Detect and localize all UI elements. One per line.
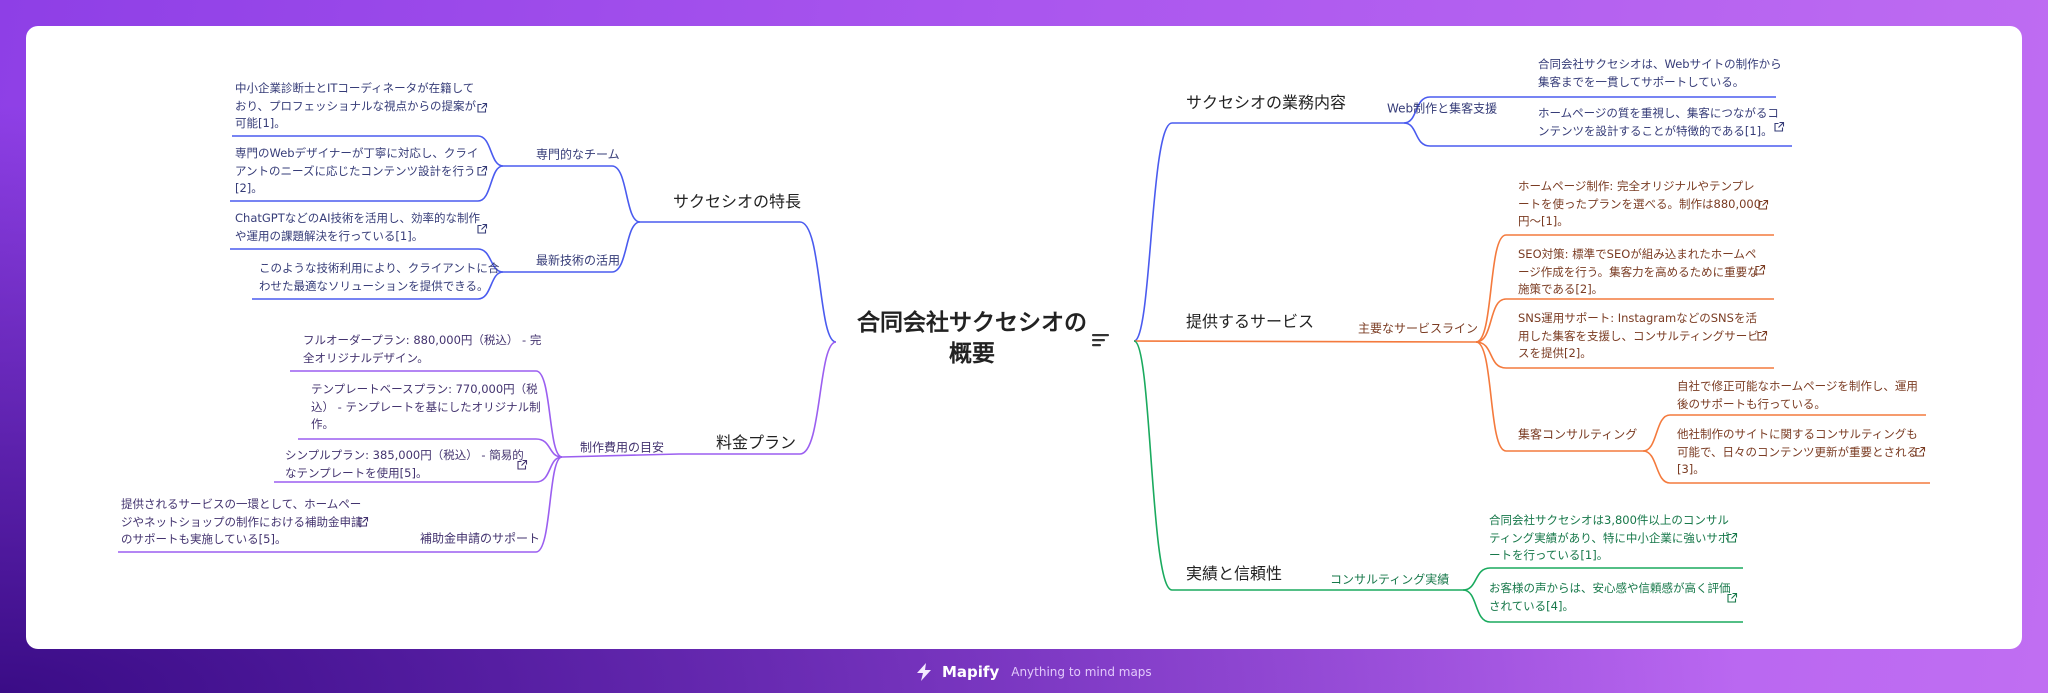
brand-tagline: Anything to mind maps [1011, 665, 1152, 679]
leaf-text-line: 用した集客を支援し、コンサルティングサービ [1518, 328, 1759, 343]
leaf-node[interactable]: ホームページ制作: 完全オリジナルやテンプレ ートを使ったプランを選べる。制作は… [1518, 178, 1761, 231]
external-link-icon[interactable] [1915, 446, 1926, 458]
leaf-text-line: お客様の声からは、安心感や信頼感が高く評価 [1489, 581, 1731, 595]
leaf-text-line: 施策である[2]。 [1518, 282, 1604, 296]
root-title-line: 合同会社サクセシオの [857, 310, 1087, 336]
leaf-text-line: 合同会社サクセシオは3,800件以上のコンサル [1489, 513, 1729, 527]
leaf-text-line: されている[4]。 [1489, 598, 1574, 613]
external-link-icon[interactable] [1755, 264, 1766, 276]
leaf-node[interactable]: SEO対策: 標準でSEOが組み込まれたホームペ ージ作成を行う。集客力を高める… [1518, 246, 1759, 299]
leaf-text-line: SNS運用サポート: InstagramなどのSNSを活 [1518, 311, 1757, 325]
leaf-text-line: このような技術利用により、クライアントに合 [259, 261, 500, 275]
external-link-icon[interactable] [1727, 532, 1738, 544]
root-topic[interactable]: 合同会社サクセシオの 概要 [855, 308, 1089, 370]
brand-name: Mapify [942, 663, 1000, 681]
external-link-icon[interactable] [477, 223, 488, 235]
leaf-node[interactable]: テンプレートベースプラン: 770,000円（税 込） - テンプレートを基にし… [311, 381, 541, 434]
subtopic-consulting[interactable]: 集客コンサルティング [1518, 427, 1638, 442]
leaf-node[interactable]: このような技術利用により、クライアントに合 わせた最適なソリューションを提供でき… [259, 260, 499, 295]
leaf-text-line: 可能で、日々のコンテンツ更新が重要とされる [1677, 444, 1919, 459]
subtopic-tech[interactable]: 最新技術の活用 [536, 253, 621, 268]
leaf-text-line: ホームページの質を重視し、集客につながるコ [1538, 106, 1779, 120]
leaf-text-line: ジやネットショップの制作における補助金申請 [121, 514, 363, 529]
branch-services-lines [1133, 234, 1930, 484]
footer-branding: Mapify Anything to mind maps [914, 660, 1152, 684]
leaf-text-line: 中小企業診断士とITコーディネータが在籍して [235, 81, 475, 95]
leaf-text-line: おり、プロフェッショナルな視点からの提案が [235, 98, 477, 113]
leaf-text-line: 後のサポートも行っている。 [1677, 396, 1826, 411]
leaf-text-line: シンプルプラン: 385,000円（税込） - 簡易的 [285, 448, 524, 462]
leaf-text-line: フルオーダープラン: 880,000円（税込） - 完 [303, 333, 542, 347]
leaf-text-line: 作。 [311, 417, 334, 431]
leaf-text-line: スを提供[2]。 [1518, 346, 1592, 360]
leaf-text-line: ホームページ制作: 完全オリジナルやテンプレ [1518, 179, 1755, 193]
leaf-text-line: わせた最適なソリューションを提供できる。 [259, 278, 489, 293]
branch-pricing-lines [118, 341, 837, 553]
leaf-text-line: ージ作成を行う。集客力を高めるために重要な [1518, 264, 1759, 279]
leaf-node[interactable]: フルオーダープラン: 880,000円（税込） - 完 全オリジナルデザイン。 [303, 332, 541, 367]
leaf-node[interactable]: 合同会社サクセシオは、Webサイトの制作から 集客までを一貫してサポートしている… [1538, 56, 1782, 91]
topic-services[interactable]: 提供するサービス [1186, 312, 1315, 331]
branch-trust-lines [1133, 340, 1743, 623]
subtopic-team[interactable]: 専門的なチーム [536, 147, 620, 162]
leaf-text-line: SEO対策: 標準でSEOが組み込まれたホームペ [1518, 247, 1757, 261]
leaf-text-line: [2]。 [235, 181, 263, 195]
leaf-node[interactable]: 中小企業診断士とITコーディネータが在籍して おり、プロフェッショナルな視点から… [235, 80, 476, 133]
subtopic-subsidy[interactable]: 補助金申請のサポート [420, 531, 541, 546]
external-link-icon[interactable] [517, 459, 528, 471]
external-link-icon[interactable] [1727, 592, 1738, 604]
branch-features-lines [230, 135, 837, 343]
leaf-text-line: 他社制作のサイトに関するコンサルティングも [1677, 427, 1918, 441]
leaf-node[interactable]: 合同会社サクセシオは3,800件以上のコンサル ティング実績があり、特に中小企業… [1489, 512, 1729, 565]
leaf-node[interactable]: 自社で修正可能なホームページを制作し、運用 後のサポートも行っている。 [1677, 378, 1918, 413]
leaf-text-line: なテンプレートを使用[5]。 [285, 465, 428, 480]
leaf-text-line: 合同会社サクセシオは、Webサイトの制作から [1538, 57, 1782, 71]
external-link-icon[interactable] [477, 165, 488, 177]
subtopic-consulting-record[interactable]: コンサルティング実績 [1330, 572, 1450, 587]
leaf-node[interactable]: 他社制作のサイトに関するコンサルティングも 可能で、日々のコンテンツ更新が重要と… [1677, 426, 1918, 479]
mapify-logo-icon [917, 663, 931, 681]
leaf-text-line: 円〜[1]。 [1518, 214, 1569, 228]
topic-trust[interactable]: 実績と信頼性 [1186, 564, 1283, 583]
external-link-icon[interactable] [477, 102, 488, 114]
menu-lines-icon[interactable] [1092, 333, 1109, 347]
leaf-text-line: 専門のWebデザイナーが丁寧に対応し、クライ [235, 146, 479, 160]
leaf-text-line: ートを使ったプランを選べる。制作は880,000 [1518, 196, 1762, 211]
leaf-text-line: 集客までを一貫してサポートしている。 [1538, 74, 1745, 89]
leaf-text-line: ChatGPTなどのAI技術を活用し、効率的な制作 [235, 211, 481, 225]
leaf-text-line: のサポートも実施している[5]。 [121, 532, 287, 546]
leaf-text-line: 自社で修正可能なホームページを制作し、運用 [1677, 379, 1918, 393]
root-title-line: 概要 [949, 341, 995, 367]
mindmap-canvas[interactable] [26, 26, 2022, 649]
leaf-text-line: 込） - テンプレートを基にしたオリジナル制 [311, 399, 541, 414]
external-link-icon[interactable] [1758, 199, 1769, 211]
leaf-text-line: ティング実績があり、特に中小企業に強いサポ [1489, 530, 1730, 545]
leaf-text-line: や運用の課題解決を行っている[1]。 [235, 228, 424, 243]
external-link-icon[interactable] [1774, 121, 1785, 133]
leaf-node[interactable]: SNS運用サポート: InstagramなどのSNSを活 用した集客を支援し、コ… [1518, 310, 1759, 363]
leaf-node[interactable]: シンプルプラン: 385,000円（税込） - 簡易的 なテンプレートを使用[5… [285, 447, 524, 482]
leaf-node[interactable]: ChatGPTなどのAI技術を活用し、効率的な制作 や運用の課題解決を行っている… [235, 210, 480, 245]
leaf-text-line: アントのニーズに応じたコンテンツ設計を行う [235, 163, 476, 178]
subtopic-cost[interactable]: 制作費用の目安 [580, 440, 665, 455]
leaf-text-line: ンテンツを設計することが特徴的である[1]。 [1538, 123, 1773, 138]
topic-business[interactable]: サクセシオの業務内容 [1186, 93, 1347, 112]
leaf-text-line: テンプレートベースプラン: 770,000円（税 [311, 382, 538, 396]
external-link-icon[interactable] [1757, 330, 1768, 342]
leaf-text-line: 全オリジナルデザイン。 [303, 350, 429, 365]
subtopic-service-lines[interactable]: 主要なサービスライン [1358, 321, 1479, 336]
leaf-text-line: 可能[1]。 [235, 116, 286, 130]
leaf-node[interactable]: 提供されるサービスの一環として、ホームペー ジやネットショップの制作における補助… [121, 496, 363, 549]
external-link-icon[interactable] [358, 516, 369, 528]
leaf-text-line: ートを行っている[1]。 [1489, 548, 1609, 562]
topic-pricing[interactable]: 料金プラン [716, 433, 797, 452]
leaf-text-line: 提供されるサービスの一環として、ホームペー [121, 497, 362, 511]
topic-features[interactable]: サクセシオの特長 [673, 192, 802, 211]
leaf-node[interactable]: お客様の声からは、安心感や信頼感が高く評価 されている[4]。 [1489, 580, 1731, 615]
leaf-node[interactable]: ホームページの質を重視し、集客につながるコ ンテンツを設計することが特徴的である… [1538, 105, 1779, 140]
branch-business-lines [1133, 96, 1792, 342]
subtopic-web-production[interactable]: Web制作と集客支援 [1387, 101, 1498, 116]
leaf-text-line: [3]。 [1677, 462, 1705, 476]
leaf-node[interactable]: 専門のWebデザイナーが丁寧に対応し、クライ アントのニーズに応じたコンテンツ設… [235, 145, 478, 198]
